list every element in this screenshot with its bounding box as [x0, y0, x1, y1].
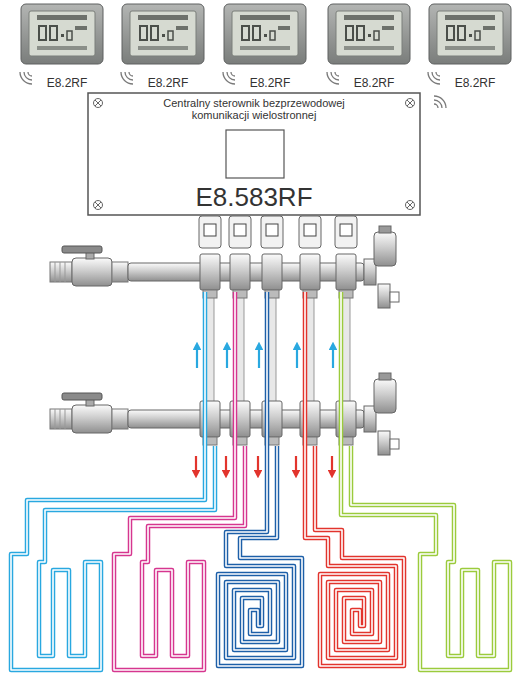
radio-signal	[327, 72, 339, 84]
radio-signal	[121, 72, 133, 84]
flowmeter-columns	[206, 292, 350, 404]
device-model-label: E8.2RF	[128, 76, 208, 90]
device-model-label: E8.2RF	[435, 76, 515, 90]
controller-box: Centralny sterownik bezprzewodowej komun…	[88, 93, 420, 215]
thermostat-node: E8.2RF	[425, 2, 515, 94]
device-model-label: E8.2RF	[27, 76, 107, 90]
controller-display	[226, 130, 284, 178]
thermostat-node: E8.2RF	[324, 2, 414, 94]
thermostat-node: E8.2RF	[118, 2, 208, 94]
controller-model-label: E8.583RF	[88, 182, 420, 212]
controller-title: Centralny sterownik bezprzewodowej komun…	[154, 97, 354, 121]
thermostat-device	[429, 4, 511, 64]
radio-signal	[434, 96, 446, 108]
device-model-label: E8.2RF	[334, 76, 414, 90]
radio-signal	[223, 72, 235, 84]
thermostat-device	[328, 4, 410, 64]
controller-housing	[88, 93, 420, 215]
thermostat-device	[224, 4, 306, 64]
floor-heating-loops	[11, 546, 510, 670]
return-manifold	[50, 373, 399, 455]
thermostat-devices	[21, 4, 511, 64]
thermostat-node: E8.2RF	[220, 2, 310, 94]
heating-pipes	[27, 292, 454, 546]
thermostat-device	[21, 4, 103, 64]
radio-signal	[428, 72, 440, 84]
actuators	[199, 216, 357, 248]
radio-signal	[20, 72, 32, 84]
device-model-label: E8.2RF	[230, 76, 310, 90]
thermostat-node: E8.2RF	[17, 2, 107, 94]
thermostat-device	[122, 4, 204, 64]
